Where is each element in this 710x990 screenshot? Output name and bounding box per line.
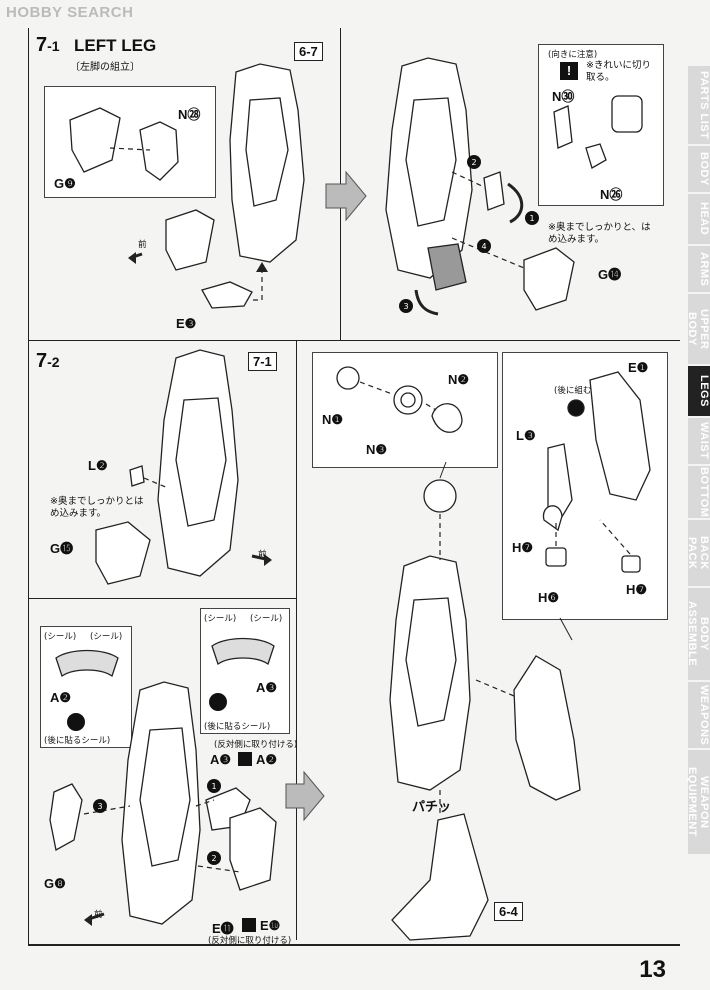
- sticker-inset-left: [40, 626, 132, 748]
- label-h7a: H❼: [512, 540, 534, 555]
- svg-text:1: 1: [211, 782, 216, 791]
- label-n2: N❷: [448, 372, 470, 387]
- tab-weapon-equipment[interactable]: WEAPON EQUIPMENT: [686, 750, 710, 856]
- caution-icon: !: [560, 62, 578, 80]
- label-n26: N㉖: [600, 187, 623, 202]
- tab-waist[interactable]: WAIST: [688, 418, 710, 466]
- swap-icon-bottom: [242, 918, 256, 932]
- frame-line-subdivider: [28, 598, 296, 599]
- tab-arms[interactable]: ARMS: [688, 246, 710, 294]
- label-h7b: H❼: [626, 582, 648, 597]
- swap-note-top: (反対側に取り付ける): [214, 740, 298, 750]
- label-front-2: 前: [258, 550, 267, 560]
- section-subtitle: 〔左脚の組立〕: [70, 62, 140, 73]
- tab-parts-list[interactable]: PARTS LIST: [688, 66, 710, 146]
- sticker-inset-right: [200, 608, 290, 734]
- frame-line-bottom: [28, 944, 680, 946]
- sticker-right-seal1: (シール): [204, 614, 237, 624]
- label-n3: N❸: [366, 442, 388, 457]
- label-a2: A❷: [50, 690, 72, 705]
- caution-inset: [538, 44, 664, 206]
- frame-line-left-bottom: [28, 340, 29, 945]
- label-h6: H❻: [538, 590, 560, 605]
- label-n1: N❶: [322, 412, 344, 427]
- label-g15: G⓯: [50, 541, 74, 556]
- caution-header: (向きに注意): [548, 50, 598, 60]
- ref-box-7-1: 7-1: [248, 352, 277, 371]
- label-e11: E⓫: [212, 921, 234, 936]
- tab-legs[interactable]: LEGS: [688, 366, 710, 418]
- swap-top-a2: A❷: [256, 752, 278, 767]
- tab-back-pack[interactable]: BACK PACK: [686, 520, 710, 588]
- arm-inset: [502, 352, 668, 620]
- swap-note-bottom: (反対側に取り付ける): [208, 936, 292, 946]
- label-e10: E❿: [260, 918, 281, 933]
- label-g9: G❾: [54, 176, 76, 191]
- tab-body[interactable]: BODY: [688, 146, 710, 194]
- page-number: 13: [639, 956, 666, 983]
- swap-icon-top: [238, 752, 252, 766]
- svg-text:3: 3: [97, 802, 102, 811]
- section-title: LEFT LEG: [74, 36, 157, 55]
- tab-bottom[interactable]: BOTTOM: [688, 466, 710, 520]
- label-a3: A❸: [256, 680, 278, 695]
- label-later: (後に組む): [554, 386, 595, 396]
- svg-text:2: 2: [211, 854, 216, 863]
- frame-line-left: [28, 28, 29, 340]
- sticker-left-seal2: (シール): [90, 632, 123, 642]
- ref-box-6-4: 6-4: [494, 902, 523, 921]
- step-7-2-number: 7-2: [36, 350, 60, 372]
- sticker-right-seal2: (シール): [250, 614, 283, 624]
- tab-body-assemble[interactable]: BODY ASSEMBLE: [686, 588, 710, 682]
- swap-top-a3: A❸: [210, 752, 232, 767]
- label-e3: E❸: [176, 316, 197, 331]
- label-front: 前: [138, 240, 147, 250]
- tab-weapons[interactable]: WEAPONS: [688, 682, 710, 750]
- caution-note: ※きれいに切り取る。: [586, 60, 651, 83]
- label-n28: N㉘: [178, 107, 201, 122]
- label-l2: L❷: [88, 458, 108, 473]
- note-press-fit-2: ※奥までしっかりとはめ込みます。: [50, 496, 144, 519]
- step-7-1-number: 7-1: [36, 34, 60, 56]
- svg-text:2: 2: [471, 158, 476, 167]
- label-g14: G⓮: [598, 267, 622, 282]
- frame-line-mid: [28, 340, 680, 341]
- label-click: パチッ: [412, 799, 452, 814]
- svg-text:1: 1: [529, 214, 534, 223]
- sticker-right-after: (後に貼るシール): [204, 722, 271, 732]
- label-l3: L❸: [516, 428, 536, 443]
- ref-box-6-7: 6-7: [294, 42, 323, 61]
- note-press-fit: ※奥までしっかりと、はめ込みます。: [548, 222, 651, 245]
- sticker-left-after: (後に貼るシール): [44, 736, 111, 746]
- svg-text:3: 3: [403, 302, 408, 311]
- label-e1: E❶: [628, 360, 649, 375]
- sticker-left-seal1: (シール): [44, 632, 77, 642]
- label-n30: N㉚: [552, 89, 575, 104]
- tab-head[interactable]: HEAD: [688, 194, 710, 246]
- svg-text:4: 4: [481, 242, 486, 251]
- tab-upper-body[interactable]: UPPER BODY: [686, 294, 710, 366]
- watermark-logo: HOBBY SEARCH: [6, 4, 134, 21]
- frame-line-divider-bottom: [296, 340, 297, 940]
- label-g8: G❽: [44, 876, 66, 891]
